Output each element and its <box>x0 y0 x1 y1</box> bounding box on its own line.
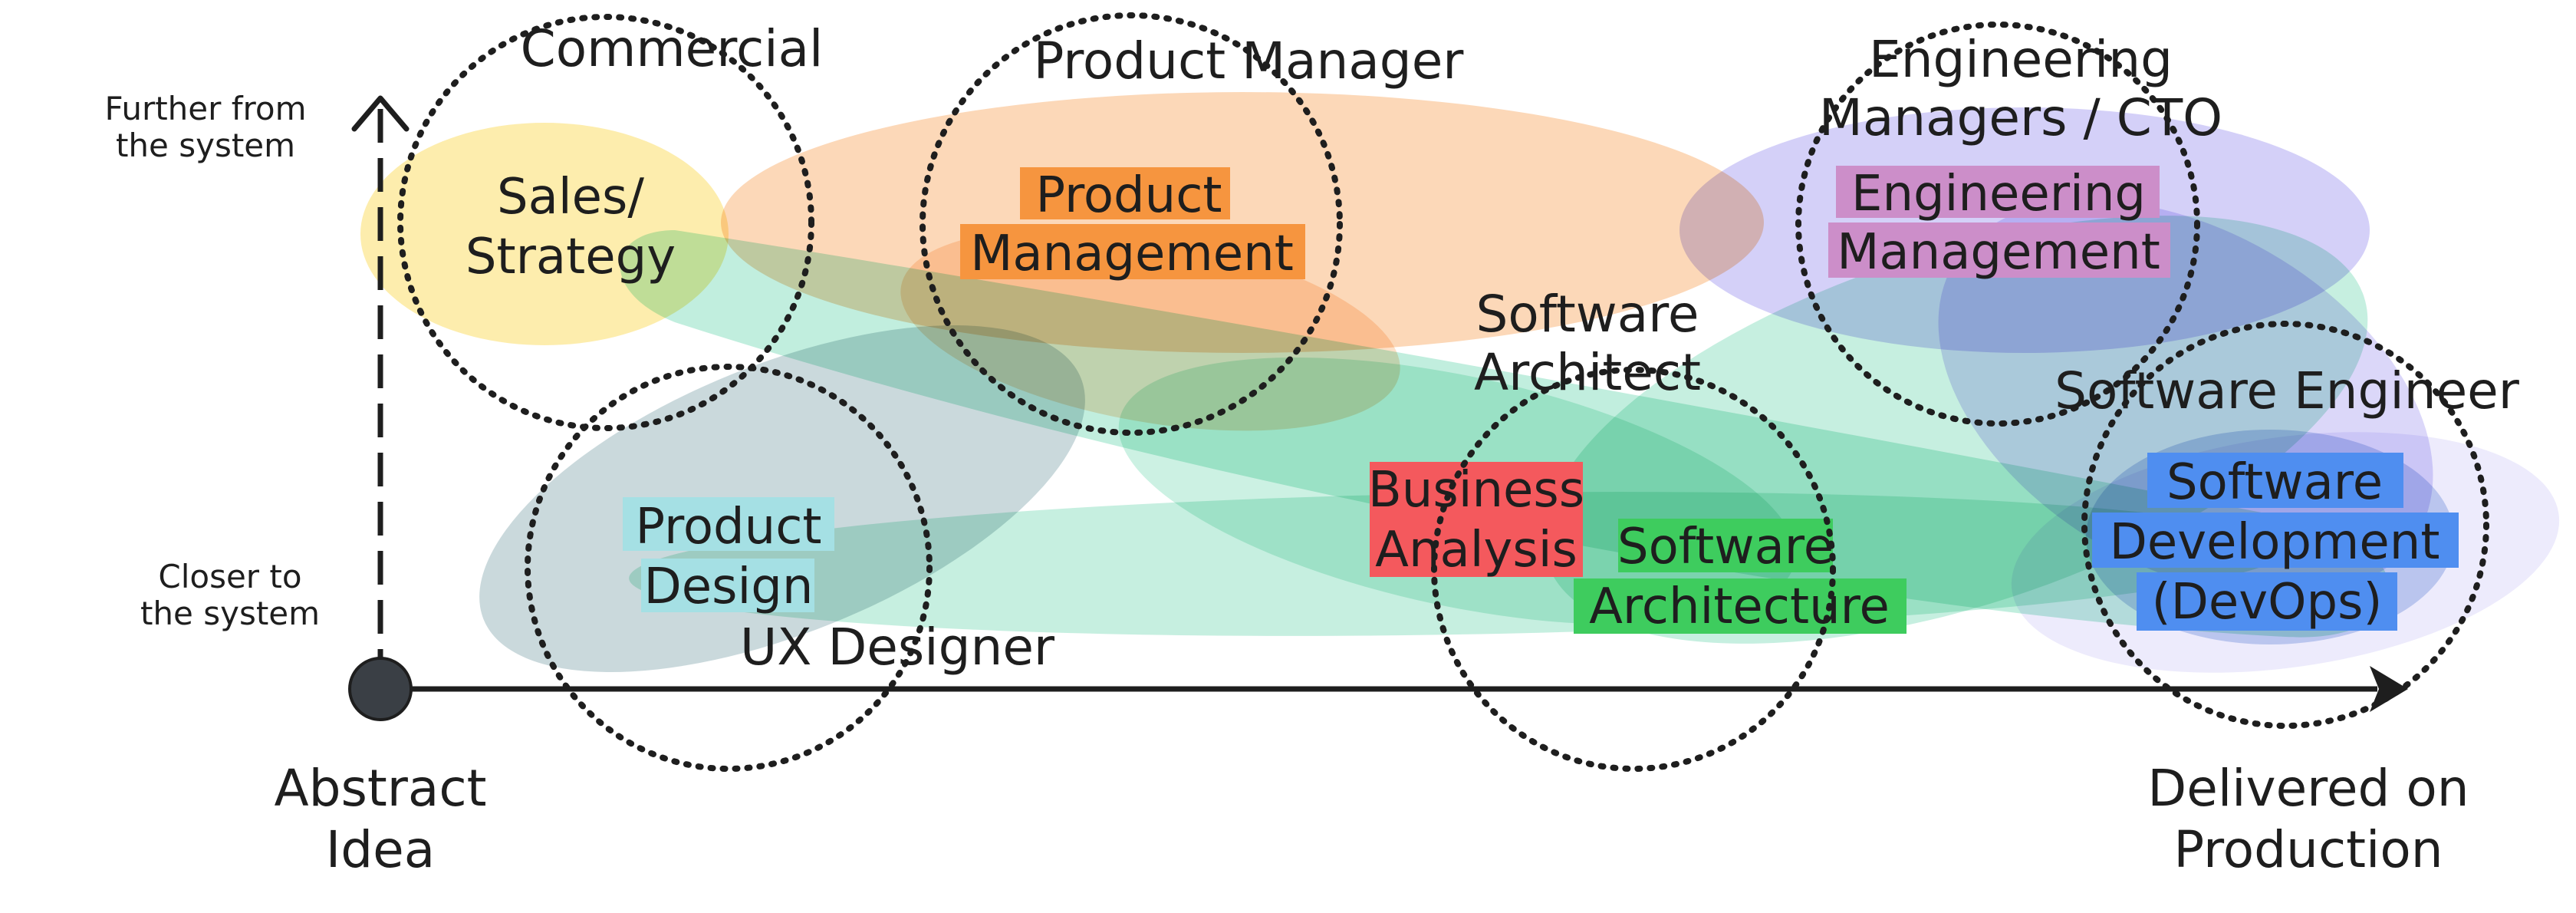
product-management-label-line1: Product <box>1036 167 1222 224</box>
origin-dot <box>348 657 413 721</box>
product-design-highlight-2 <box>641 559 814 612</box>
role-labels: Commercial Product Manager Engineering M… <box>521 19 2520 677</box>
product-manager-circle <box>920 12 1343 436</box>
role-circles <box>397 12 2489 772</box>
software-development-label-line3: (DevOps) <box>2152 574 2383 631</box>
y-top-label-line1: Further from <box>104 90 306 127</box>
business-analysis-highlight <box>1370 462 1583 577</box>
product-management-label-line2: Management <box>970 226 1294 282</box>
software-architect-role-label-line1: Software <box>1476 285 1699 344</box>
software-development-highlight-2 <box>2092 513 2459 568</box>
software-engineer-role-label: Software Engineer <box>2055 361 2520 420</box>
product-design-label-line1: Product <box>636 499 822 555</box>
engineering-management-highlight <box>1836 166 2160 218</box>
function-labels: Sales/ Strategy Product Management Engin… <box>466 166 2440 635</box>
software-development-highlight <box>2147 453 2403 508</box>
x-end-label-line1: Delivered on <box>2147 759 2469 818</box>
commercial-role-label: Commercial <box>521 19 824 78</box>
product-management-highlight-2 <box>960 224 1305 279</box>
product-manager-role-label: Product Manager <box>1034 31 1465 91</box>
software-engineer-circle <box>2081 321 2489 729</box>
product-design-highlight <box>623 497 834 551</box>
software-architect-circle <box>1431 367 1836 772</box>
ux-designer-role-label: UX Designer <box>740 618 1055 677</box>
y-axis-arrowhead <box>351 95 410 132</box>
engineering-management-label-line1: Engineering <box>1851 166 2146 222</box>
engineering-management-highlight-2 <box>1828 222 2170 278</box>
software-architecture-highlight-2 <box>1574 578 1907 634</box>
commercial-circle <box>397 14 814 431</box>
software-architecture-highlight <box>1618 519 1833 572</box>
x-start-label-line2: Idea <box>326 820 435 879</box>
product-design-label-line2: Design <box>644 559 814 615</box>
axes <box>348 95 2408 721</box>
engineering-management-label-line2: Management <box>1837 224 2160 281</box>
software-architecture-label-line1: Software <box>1617 519 1834 575</box>
sales-strategy-label-line2: Strategy <box>466 229 676 285</box>
business-analysis-label-line1: Business <box>1368 462 1584 519</box>
engineering-managers-role-label-line1: Engineering <box>1869 30 2173 89</box>
x-end-label-line2: Production <box>2173 820 2443 879</box>
software-development-highlight-3 <box>2137 572 2397 631</box>
business-analysis-label-line2: Analysis <box>1375 522 1578 578</box>
axis-labels: Further from the system Closer to the sy… <box>104 90 2469 879</box>
product-management-area-lower <box>900 229 1400 431</box>
y-top-label-line2: the system <box>116 127 295 164</box>
ux-designer-circle <box>525 364 933 772</box>
sales-strategy-area <box>360 123 729 345</box>
y-bottom-label-line2: the system <box>140 595 320 632</box>
sales-strategy-label-line1: Sales/ <box>497 169 644 226</box>
engineering-managers-role-label-line2: Managers / CTO <box>1819 88 2222 147</box>
y-bottom-label-line1: Closer to <box>158 558 301 595</box>
software-architecture-label-line2: Architecture <box>1589 578 1890 635</box>
software-development-label-line1: Software <box>2166 454 2383 511</box>
engineering-managers-circle <box>1795 21 2200 427</box>
function-highlights <box>623 166 2459 634</box>
x-axis-arrowhead <box>2370 666 2408 712</box>
x-start-label-line1: Abstract <box>274 759 486 818</box>
software-architect-role-label-line2: Architect <box>1474 343 1701 402</box>
product-management-highlight <box>1020 167 1230 219</box>
software-development-label-line2: Development <box>2110 514 2440 571</box>
